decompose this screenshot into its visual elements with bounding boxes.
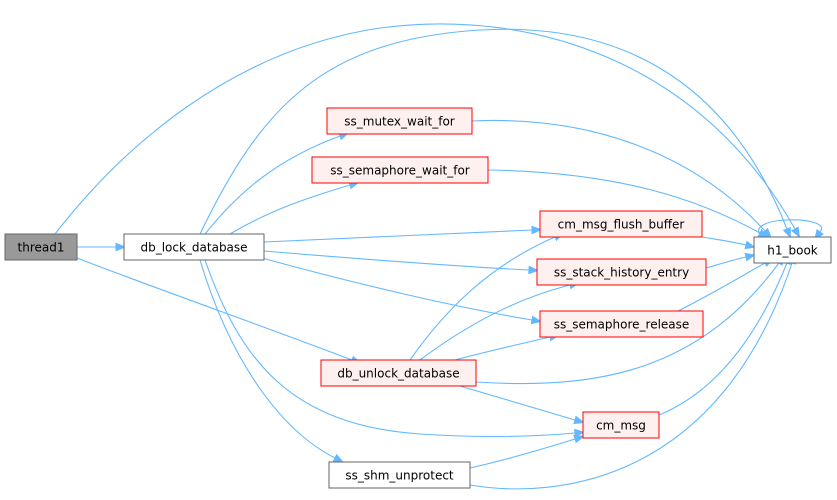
node-label: ss_stack_history_entry: [554, 266, 689, 280]
edge-thread1-to-h1_book: [54, 23, 801, 238]
edge-db_lock_database-to-cm_msg: [204, 259, 586, 438]
node-ss-mutex-wait-for[interactable]: ss_mutex_wait_for: [326, 107, 473, 135]
node-db-unlock-database[interactable]: db_unlock_database: [320, 359, 477, 387]
node-label: ss_semaphore_release: [554, 318, 690, 332]
edge-db_lock_database-to-ss_semaphore_wait_for: [229, 181, 360, 235]
edge-db_lock_database-to-h1_book: [199, 28, 791, 239]
node-ss-semaphore-release[interactable]: ss_semaphore_release: [539, 310, 704, 338]
edge-thread1-to-db_unlock_database: [76, 257, 362, 364]
edge-db_lock_database-to-cm_msg_flush_buffer: [263, 225, 543, 243]
edge-ss_stack_history_entry-to-h1_book: [705, 252, 757, 269]
node-label: db_unlock_database: [337, 367, 459, 381]
node-db-lock-database[interactable]: db_lock_database: [123, 233, 265, 261]
node-label: ss_semaphore_wait_for: [330, 164, 470, 178]
node-ss-semaphore-wait-for[interactable]: ss_semaphore_wait_for: [311, 156, 489, 184]
edge-db_lock_database-to-ss_stack_history_entry: [263, 250, 540, 275]
node-ss-shm-unprotect[interactable]: ss_shm_unprotect: [328, 461, 471, 489]
edge-cm_msg_flush_buffer-to-h1_book: [701, 236, 756, 250]
edge-ss_shm_unprotect-to-h1_book: [469, 253, 796, 490]
edge-thread1-to-db_lock_database: [77, 242, 127, 252]
edge-db_unlock_database-to-cm_msg: [459, 385, 585, 425]
node-label: thread1: [18, 241, 65, 255]
node-label: ss_mutex_wait_for: [344, 115, 455, 129]
node-h1-book[interactable]: h1_book: [753, 236, 832, 264]
edge-db_unlock_database-to-cm_msg_flush_buffer: [409, 232, 565, 361]
node-cm-msg[interactable]: cm_msg: [582, 411, 660, 439]
node-label: ss_shm_unprotect: [345, 469, 454, 483]
node-thread1[interactable]: thread1: [4, 233, 78, 261]
call-nodes: thread1 db_lock_database ss_mutex_wait_for…: [4, 107, 832, 489]
node-cm-msg-flush-buffer[interactable]: cm_msg_flush_buffer: [539, 210, 703, 238]
node-label: cm_msg: [596, 419, 646, 433]
edge-ss_shm_unprotect-to-cm_msg: [469, 435, 585, 469]
node-ss-stack-history-entry[interactable]: ss_stack_history_entry: [536, 258, 707, 286]
node-label: h1_book: [767, 244, 818, 258]
node-label: cm_msg_flush_buffer: [558, 218, 685, 232]
node-label: db_lock_database: [140, 241, 247, 255]
edge-db_lock_database-to-ss_semaphore_release: [261, 257, 543, 325]
